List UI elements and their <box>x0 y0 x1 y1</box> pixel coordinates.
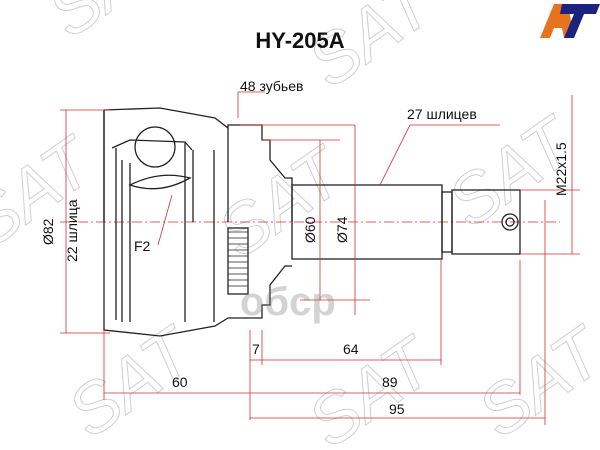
dim-89: 89 <box>382 374 398 390</box>
dim-60: 60 <box>172 374 188 390</box>
f2-label: F2 <box>134 238 151 254</box>
teeth-count-label: 48 зубьев <box>240 78 304 94</box>
svg-text:SAT: SAT <box>464 311 600 450</box>
diameter-74-label: Ø74 <box>334 216 350 243</box>
outer-splines-label: 27 шлицев <box>407 106 477 122</box>
at-logo-icon <box>540 4 600 38</box>
dim-95: 95 <box>389 401 405 417</box>
svg-text:SAT: SAT <box>204 131 359 272</box>
dim-7: 7 <box>252 341 260 357</box>
diameter-60-label: Ø60 <box>302 216 318 243</box>
part-number-title: HY-205A <box>255 28 345 53</box>
abs-ring-teeth <box>228 231 248 287</box>
svg-text:SAT: SAT <box>294 321 449 450</box>
outer-diameter-label: Ø82 <box>40 218 56 245</box>
dim-64: 64 <box>343 341 359 357</box>
inner-splines-label: 22 шлица <box>64 199 80 263</box>
thread-label: M22x1.5 <box>553 142 569 196</box>
overlay-watermark: oбcp <box>240 280 336 324</box>
dimension-lines <box>60 91 580 425</box>
joint-body <box>103 107 521 337</box>
